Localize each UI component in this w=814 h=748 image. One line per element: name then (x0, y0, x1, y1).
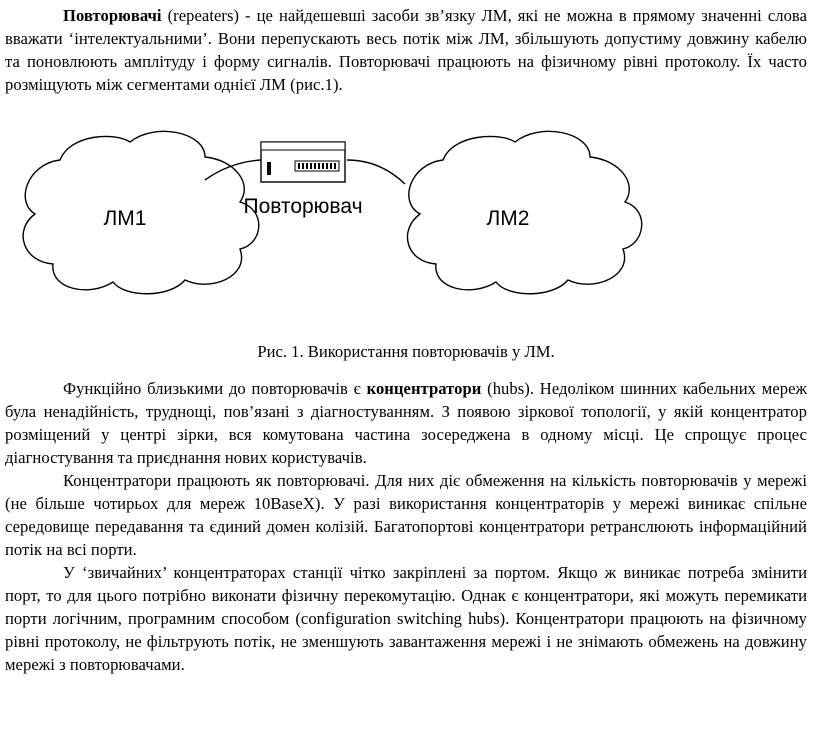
right-cloud-shape (406, 130, 643, 295)
repeater-device-icon (260, 141, 346, 183)
network-diagram: ЛМ1 ЛМ2 Повторювач (22, 130, 643, 295)
hubs-text-after: (hubs). Недоліком шинних кабельних мереж… (5, 379, 808, 467)
hubs-term: концентратори (366, 379, 482, 398)
hubs-paragraph: Функційно близькими до повторювачів є ко… (5, 377, 807, 469)
figure-repeater-diagram: ЛМ1 ЛМ2 Повторювач (5, 102, 807, 340)
intro-paragraph: Повторювачі (repeaters) - це найдешевші … (5, 4, 807, 96)
hubs-ports-paragraph: У ‘звичайних’ концентраторах станції чіт… (5, 563, 807, 674)
repeater-label: Повторювач (243, 195, 362, 218)
intro-text: (repeaters) - це найдешевші засоби зв’яз… (5, 6, 807, 94)
link-left-line (204, 159, 262, 181)
left-cloud-label: ЛМ1 (104, 207, 147, 230)
repeaters-term: Повторювачі (63, 6, 162, 25)
right-cloud-label: ЛМ2 (487, 207, 530, 230)
left-cloud-shape (22, 130, 260, 295)
link-right-line (346, 159, 406, 185)
hubs-text-before: Функційно близькими до повторювачів є (63, 379, 367, 398)
document-page: Повторювачі (repeaters) - це найдешевші … (5, 4, 807, 676)
hubs-repeaters-paragraph: Концентратори працюють як повторювачі. Д… (5, 471, 807, 559)
figure-caption: Рис. 1. Використання повторювачів у ЛМ. (257, 342, 555, 361)
